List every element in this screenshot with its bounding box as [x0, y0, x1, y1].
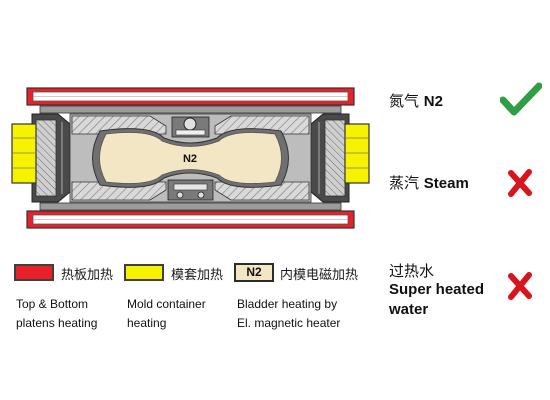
bottom-platen — [26, 210, 355, 229]
mold-label-zh: 模套加热 — [171, 268, 224, 283]
top-platen — [26, 87, 355, 106]
cross-icon — [508, 272, 532, 300]
core-label: N2 — [183, 153, 197, 165]
right-container-wall — [310, 113, 350, 203]
platens-label-zh: 热板加热 — [61, 268, 114, 283]
mold-swatch — [124, 264, 164, 281]
cross-icon — [508, 169, 532, 197]
left-mold-heater — [11, 123, 37, 184]
right-mold-heater — [344, 123, 370, 184]
medium-steam: 蒸汽 Steam — [389, 174, 469, 192]
bladder-swatch: N2 — [234, 263, 274, 282]
medium-water-zh: 过热水 — [389, 262, 435, 280]
top-center-mechanism — [171, 116, 210, 138]
tire-section — [92, 128, 289, 188]
platens-swatch — [14, 264, 54, 281]
bottom-center-mechanism — [167, 179, 214, 201]
check-icon — [500, 82, 542, 116]
bladder-label-zh: 内模电磁加热 — [280, 268, 359, 283]
bladder-core — [99, 132, 282, 184]
left-container-wall — [31, 113, 71, 203]
medium-n2: 氮气 N2 — [389, 92, 443, 110]
